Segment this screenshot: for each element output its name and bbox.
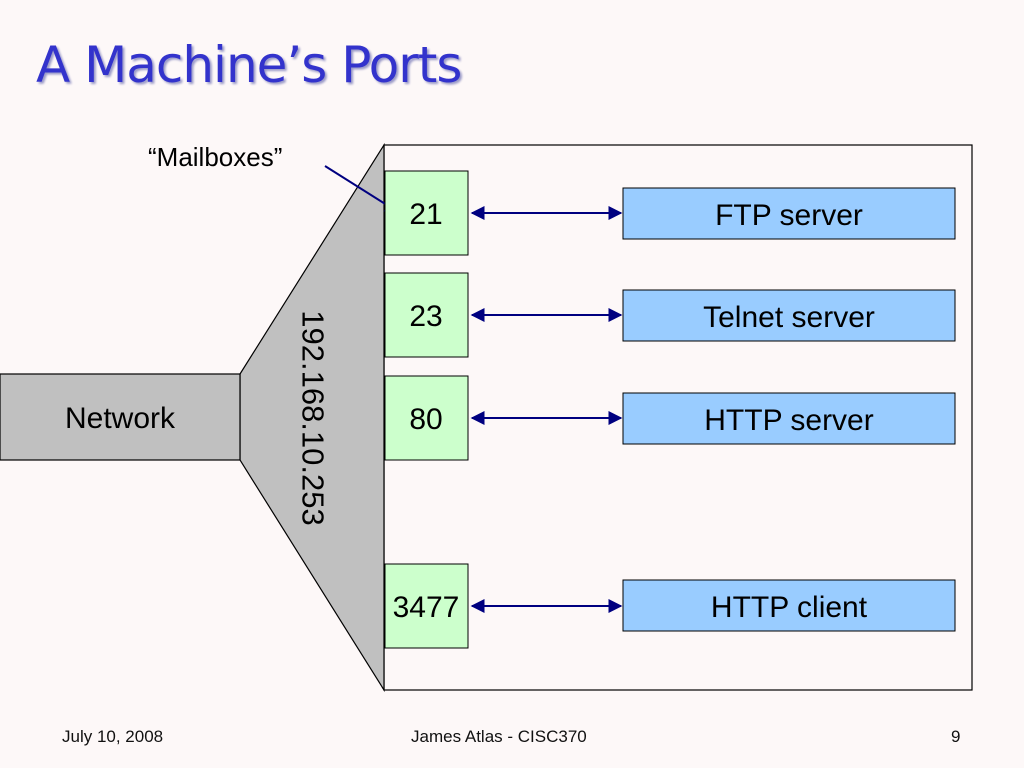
network-box: [0, 373, 241, 461]
service-box-2: [622, 392, 956, 445]
footer-author-course: James Atlas - CISC370: [411, 727, 587, 746]
service-label-3: HTTP client: [711, 591, 868, 624]
service-label-2: HTTP server: [704, 404, 873, 437]
service-box-3: [622, 579, 956, 632]
port-number-80: 80: [409, 403, 442, 436]
port-box-21: [384, 170, 469, 256]
port-box-3477: [384, 563, 469, 649]
mailboxes-callout: “Mailboxes”: [148, 142, 282, 172]
page-number: 9: [951, 727, 961, 746]
service-box-0: [622, 187, 956, 240]
port-number-3477: 3477: [393, 591, 460, 624]
service-label-1: Telnet server: [703, 301, 875, 334]
footer-date: July 10, 2008: [62, 727, 164, 746]
port-number-21: 21: [409, 198, 442, 231]
service-box-1: [622, 289, 956, 342]
slide-title: A Machine’s Ports: [36, 36, 462, 94]
port-number-23: 23: [409, 300, 442, 333]
port-box-23: [384, 272, 469, 358]
service-label-0: FTP server: [715, 199, 863, 232]
ip-address-label: 192.168.10.253: [296, 310, 331, 526]
port-box-80: [384, 375, 469, 461]
network-label: Network: [65, 402, 176, 435]
